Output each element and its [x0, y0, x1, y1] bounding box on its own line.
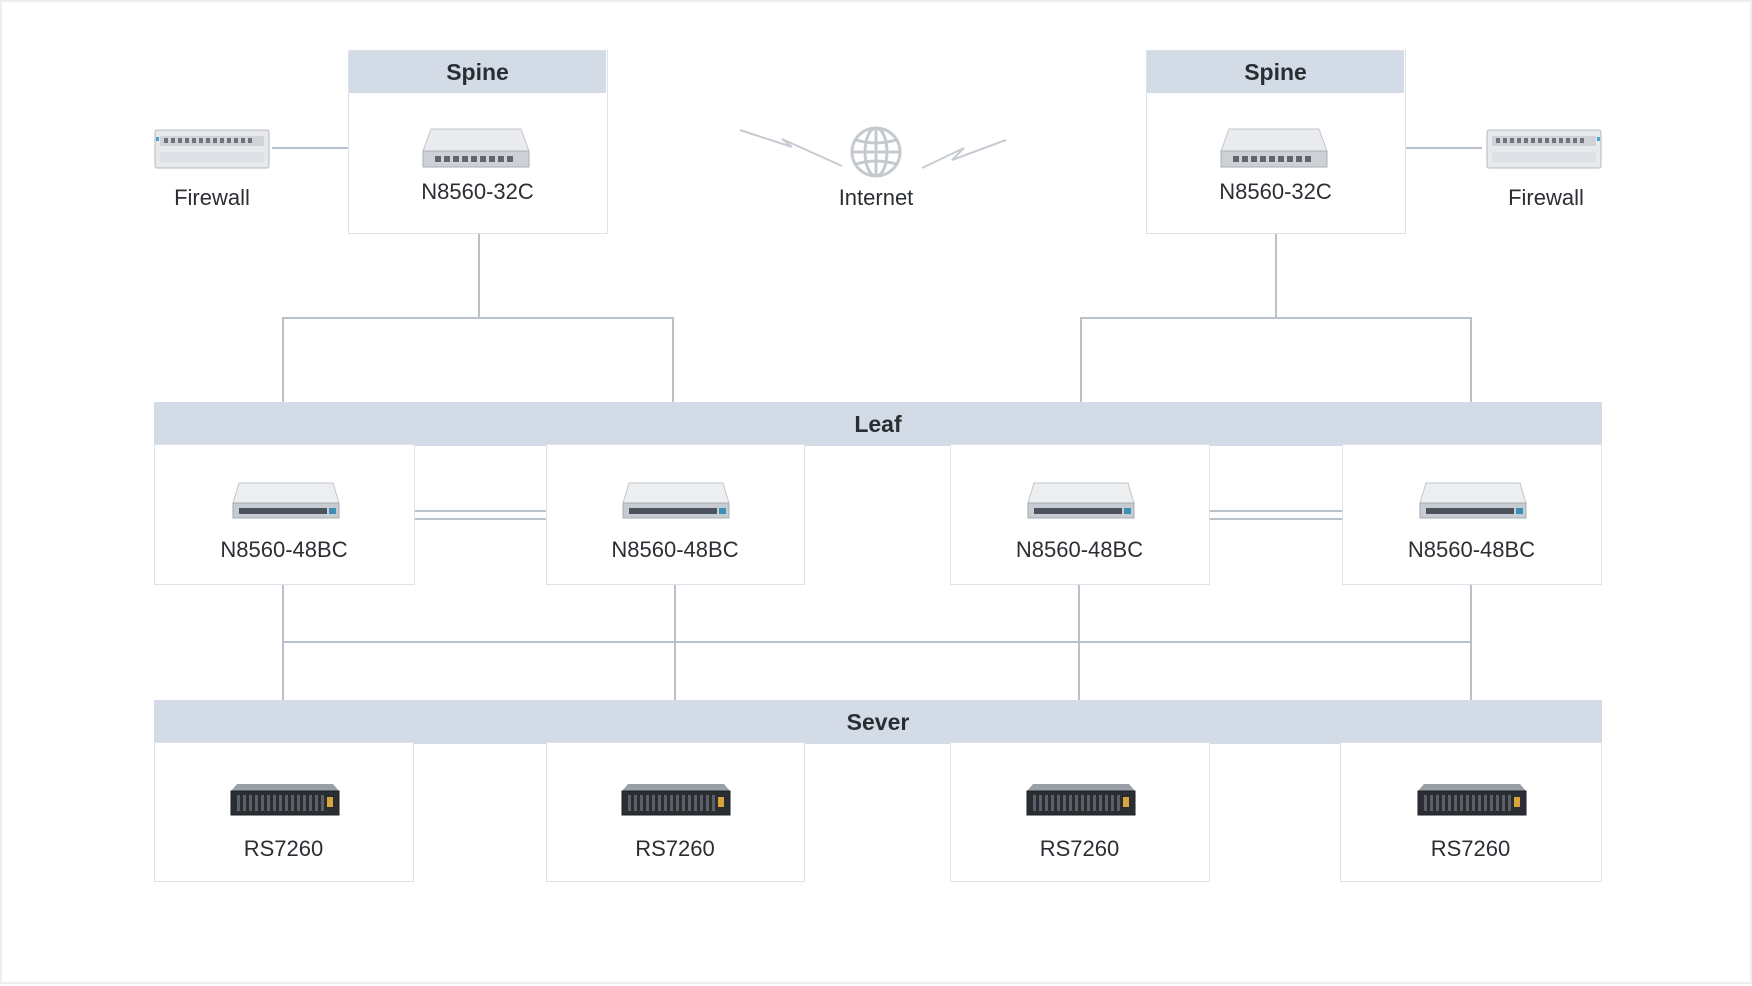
leaf-switch-box: N8560-48BC	[546, 444, 805, 585]
leaf-model-label: N8560-48BC	[220, 537, 348, 562]
server-model-label: RS7260	[635, 836, 715, 861]
server-header: Sever	[154, 700, 1602, 744]
leaf-switch-icon	[1027, 482, 1135, 519]
internet-label: Internet	[838, 185, 914, 210]
server-model-label: RS7260	[1039, 836, 1120, 861]
spine-box-right: Spine N8560-32C	[1146, 50, 1406, 234]
spine-header: Spine	[1147, 51, 1404, 93]
rack-server-icon	[230, 784, 340, 816]
rack-server-icon	[1417, 784, 1527, 816]
leaf-model-label: N8560-48BC	[1015, 537, 1144, 562]
leaf-header: Leaf	[154, 402, 1602, 446]
leaf-model-label: N8560-48BC	[1407, 537, 1536, 562]
leaf-model-label: N8560-48BC	[611, 537, 739, 562]
rack-server-icon	[621, 784, 731, 816]
server-box: RS7260	[950, 742, 1210, 882]
rack-server-icon	[1026, 784, 1136, 816]
firewall-appliance-icon	[1486, 129, 1602, 169]
server-model-label: RS7260	[1430, 836, 1511, 861]
firewall-appliance-icon	[154, 129, 270, 169]
leaf-switch-icon	[232, 482, 340, 519]
globe-icon	[850, 126, 902, 178]
spine-header: Spine	[349, 51, 606, 93]
spine-box-left: Spine N8560-32C	[348, 50, 608, 234]
server-box: RS7260	[154, 742, 414, 882]
lightning-bolt-icon	[739, 129, 1007, 169]
server-box: RS7260	[1340, 742, 1602, 882]
leaf-switch-box: N8560-48BC	[154, 444, 415, 585]
spine-model-label: N8560-32C	[1219, 179, 1332, 204]
spine-switch-icon	[1220, 128, 1328, 168]
leaf-switch-box: N8560-48BC	[950, 444, 1210, 585]
leaf-switch-icon	[1419, 482, 1527, 519]
firewall-label-right: Firewall	[1508, 185, 1584, 210]
spine-model-label: N8560-32C	[421, 179, 534, 204]
server-model-label: RS7260	[243, 836, 324, 861]
spine-switch-icon	[422, 128, 530, 168]
server-box: RS7260	[546, 742, 805, 882]
firewall-label-left: Firewall	[174, 185, 250, 210]
leaf-switch-box: N8560-48BC	[1342, 444, 1602, 585]
leaf-switch-icon	[622, 482, 730, 519]
